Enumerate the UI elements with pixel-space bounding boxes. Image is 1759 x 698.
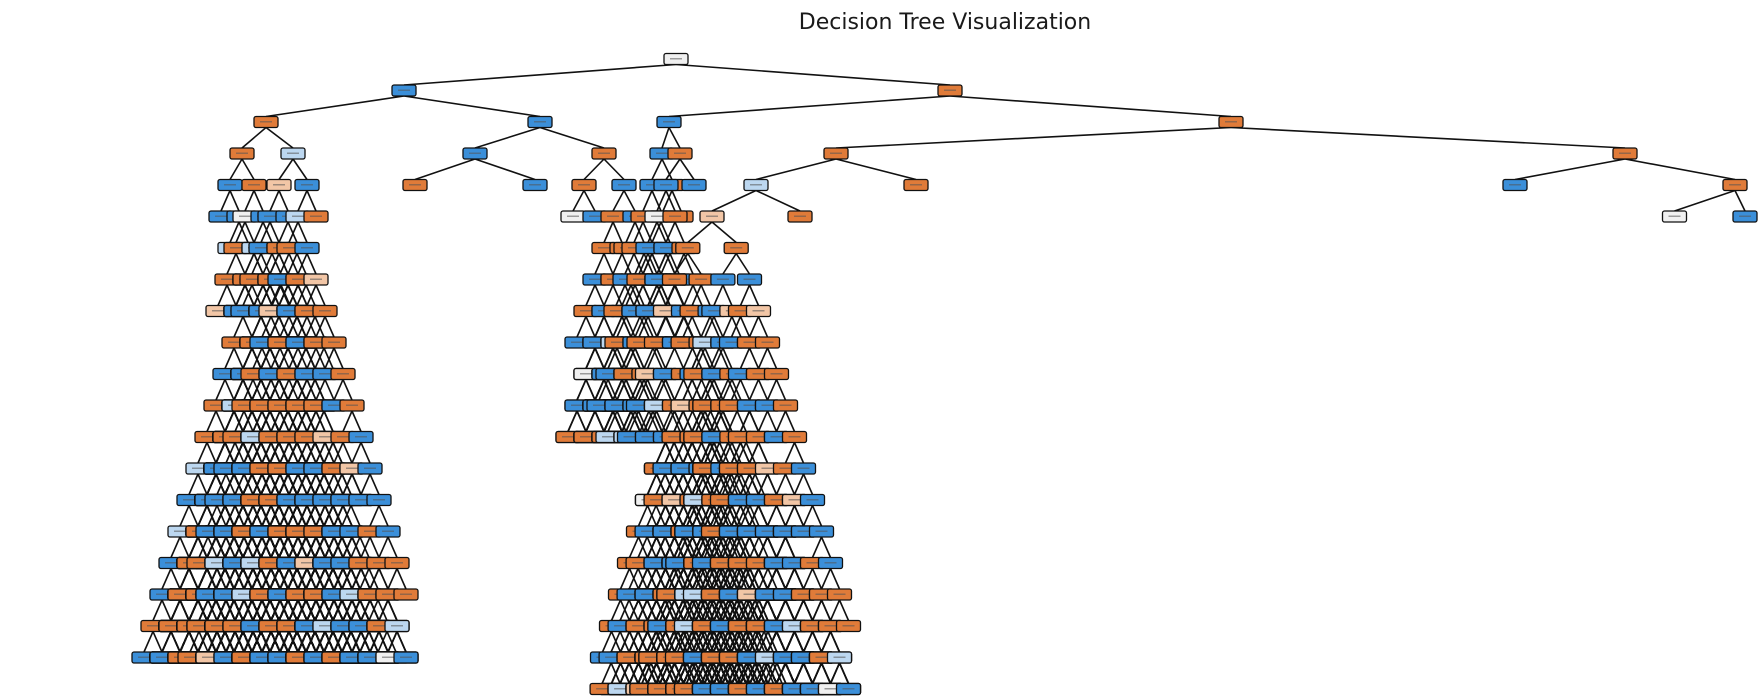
tree-edge [245,191,254,212]
tree-edge [669,96,950,117]
tree-edge [162,600,171,621]
tree-edge [950,96,1231,117]
tree-edge [207,411,216,432]
tree-edge [227,254,236,275]
tree-edge [242,159,254,180]
tree-edge [218,285,227,306]
tree-edge [1231,128,1625,149]
tree-edge [144,632,153,653]
tree-edge [230,159,242,180]
tree-edge [171,537,180,558]
tree-edge [171,569,180,590]
tree-edge [180,506,189,527]
tree-edge [198,443,207,464]
tree-edge [243,317,252,338]
tree-edge [234,348,243,369]
tree-edge [153,600,162,621]
tree-edge [225,348,234,369]
tree-edge [540,128,604,149]
tree-edge [676,65,950,86]
tree-edge [266,96,404,117]
tree-edge [236,254,245,275]
tree-edge [227,285,236,306]
tree-edge [254,191,263,212]
tree-edge [198,474,207,495]
tree-edge [216,380,225,401]
tree-edge [662,128,669,149]
tree-edge [230,191,239,212]
tree-edge [180,537,189,558]
tree-edge [404,65,676,86]
tree-edge [404,96,540,117]
tree-edge [225,380,234,401]
tree-edge [836,128,1231,149]
tree-edge [279,159,293,180]
tree-edge [669,128,680,149]
tree-edge [242,128,266,149]
tree-edge [189,474,198,495]
tree-edge [270,191,279,212]
tree-edge [475,128,540,149]
tree-edge [207,443,216,464]
tree-edge [153,632,162,653]
tree-edge [189,506,198,527]
tree-edge [216,411,225,432]
tree-edge [266,128,293,149]
tree-edge [221,191,230,212]
tree-edge [234,317,243,338]
tree-edge [162,569,171,590]
